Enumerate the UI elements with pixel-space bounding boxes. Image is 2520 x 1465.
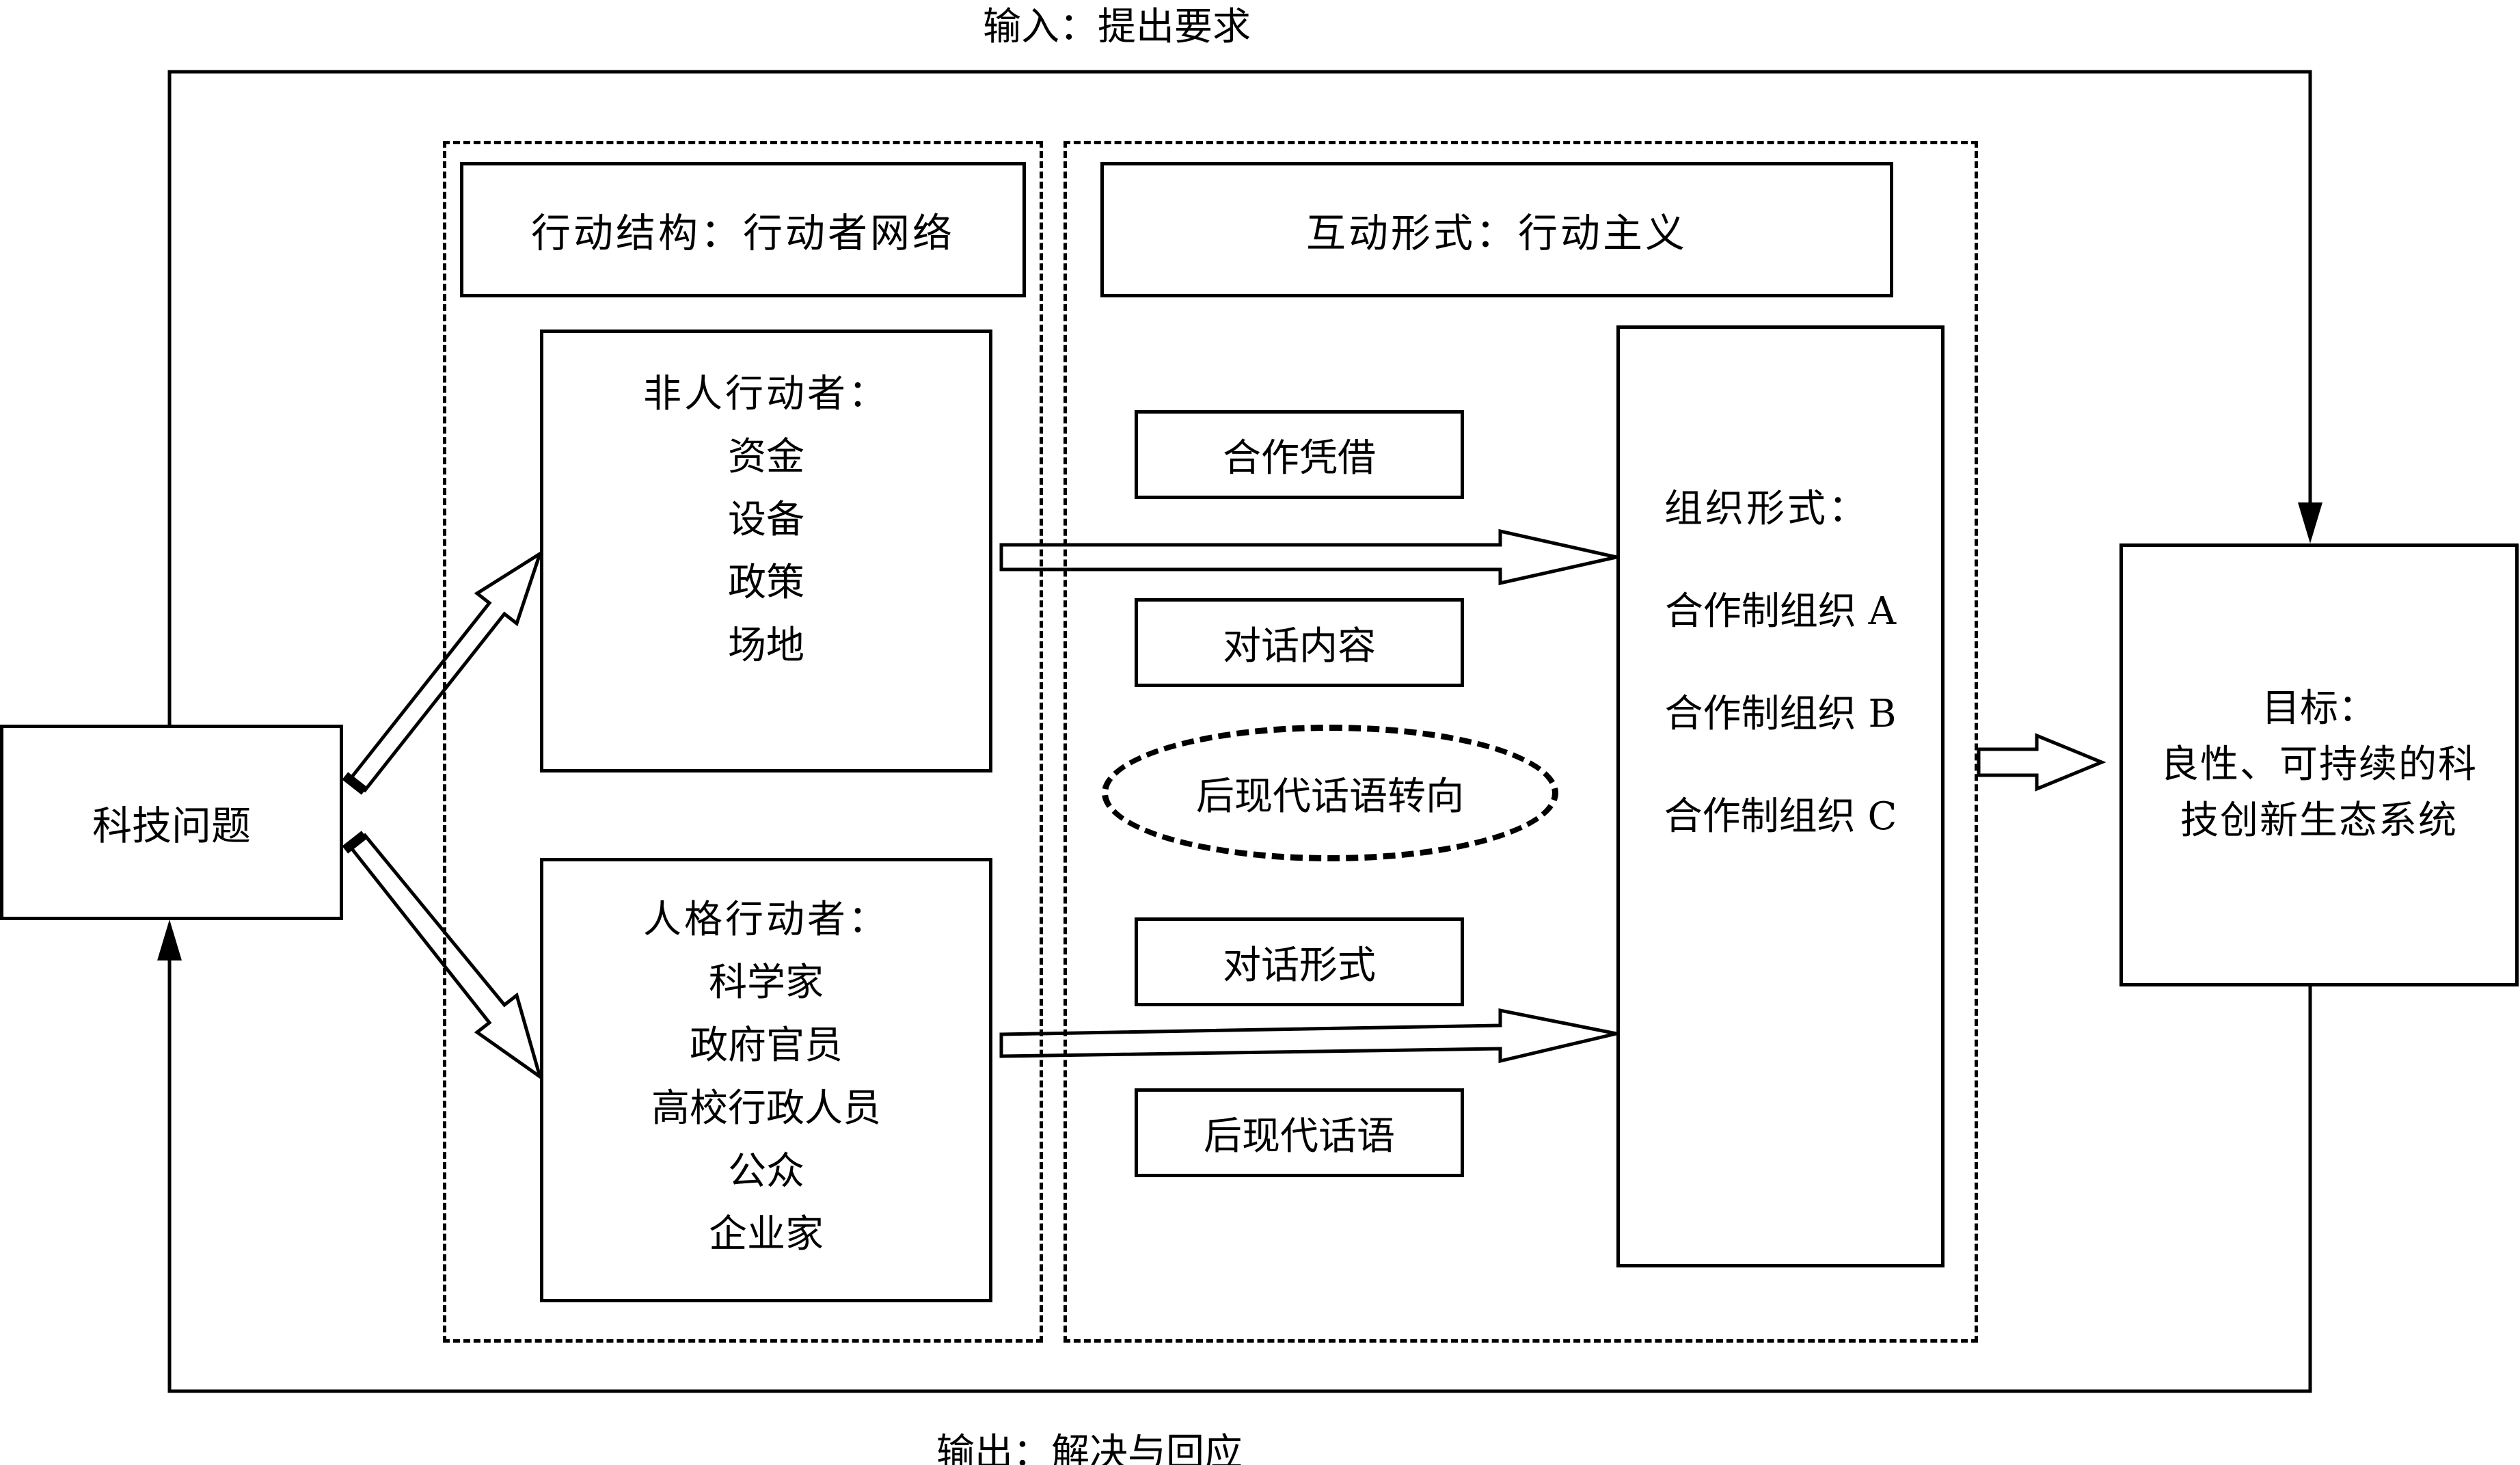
human-actors-box: 人格行动者： 科学家 政府官员 高校行政人员 公众 企业家	[540, 858, 992, 1302]
goal-title: 目标：	[2262, 686, 2376, 731]
nonhuman-item: 场地	[728, 623, 804, 668]
org-item: 合作制组织 B	[1664, 692, 1897, 736]
human-title: 人格行动者：	[643, 898, 889, 942]
postmodern-turn-label: 后现代话语转向	[1196, 774, 1464, 819]
goal-line-1: 良性、可持续的科	[2160, 742, 2478, 787]
arrow-human-to-org	[999, 1008, 1617, 1064]
arrow-org-to-goal	[1977, 733, 2106, 792]
goal-line-2: 技创新生态系统	[2180, 798, 2458, 843]
org-title: 组织形式：	[1664, 487, 1869, 531]
input-loop-line	[167, 70, 2312, 725]
nonhuman-title: 非人行动者：	[643, 372, 889, 416]
org-item: 合作制组织 A	[1664, 589, 1897, 634]
nonhuman-item: 政策	[728, 561, 804, 605]
nonhuman-item: 资金	[728, 435, 804, 479]
output-label: 输出：解决与回应	[936, 1431, 1243, 1465]
interaction-form-label: 互动形式：行动主义	[1305, 210, 1688, 256]
output-loop-line	[167, 960, 2312, 1393]
human-item: 科学家	[709, 960, 824, 1005]
input-arrowhead	[2298, 502, 2322, 543]
org-item: 合作制组织 C	[1664, 794, 1897, 839]
goal-box: 目标： 良性、可持续的科 技创新生态系统	[2119, 543, 2519, 986]
coop-credential-box: 合作凭借	[1135, 410, 1464, 499]
action-structure-box: 行动结构：行动者网络	[460, 162, 1026, 297]
dialogue-form-box: 对话形式	[1135, 917, 1464, 1006]
problem-label: 科技问题	[92, 803, 251, 849]
dialogue-form-label: 对话形式	[1223, 943, 1376, 988]
output-arrowhead	[157, 919, 182, 960]
coop-credential-label: 合作凭借	[1223, 435, 1376, 481]
postmodern-discourse-label: 后现代话语	[1204, 1114, 1395, 1159]
human-item: 高校行政人员	[651, 1086, 881, 1131]
postmodern-discourse-box: 后现代话语	[1135, 1088, 1464, 1177]
interaction-form-box: 互动形式：行动主义	[1100, 162, 1893, 297]
human-item: 公众	[728, 1149, 804, 1194]
postmodern-turn-ellipse: 后现代话语转向	[1102, 725, 1558, 861]
interaction-form-group	[1063, 141, 1978, 1343]
dialogue-content-label: 对话内容	[1223, 623, 1376, 669]
arrow-nonhuman-to-org	[999, 528, 1617, 586]
action-structure-label: 行动结构：行动者网络	[530, 210, 955, 256]
input-label: 输入：提出要求	[983, 5, 1251, 49]
problem-box: 科技问题	[0, 725, 343, 920]
dialogue-content-box: 对话内容	[1135, 598, 1464, 687]
human-item: 企业家	[709, 1212, 824, 1256]
action-structure-group	[443, 141, 1043, 1343]
nonhuman-item: 设备	[728, 498, 804, 542]
organization-form-box: 组织形式： 合作制组织 A 合作制组织 B 合作制组织 C	[1616, 325, 1945, 1267]
nonhuman-actors-box: 非人行动者： 资金 设备 政策 场地	[540, 330, 992, 772]
human-item: 政府官员	[690, 1023, 843, 1068]
